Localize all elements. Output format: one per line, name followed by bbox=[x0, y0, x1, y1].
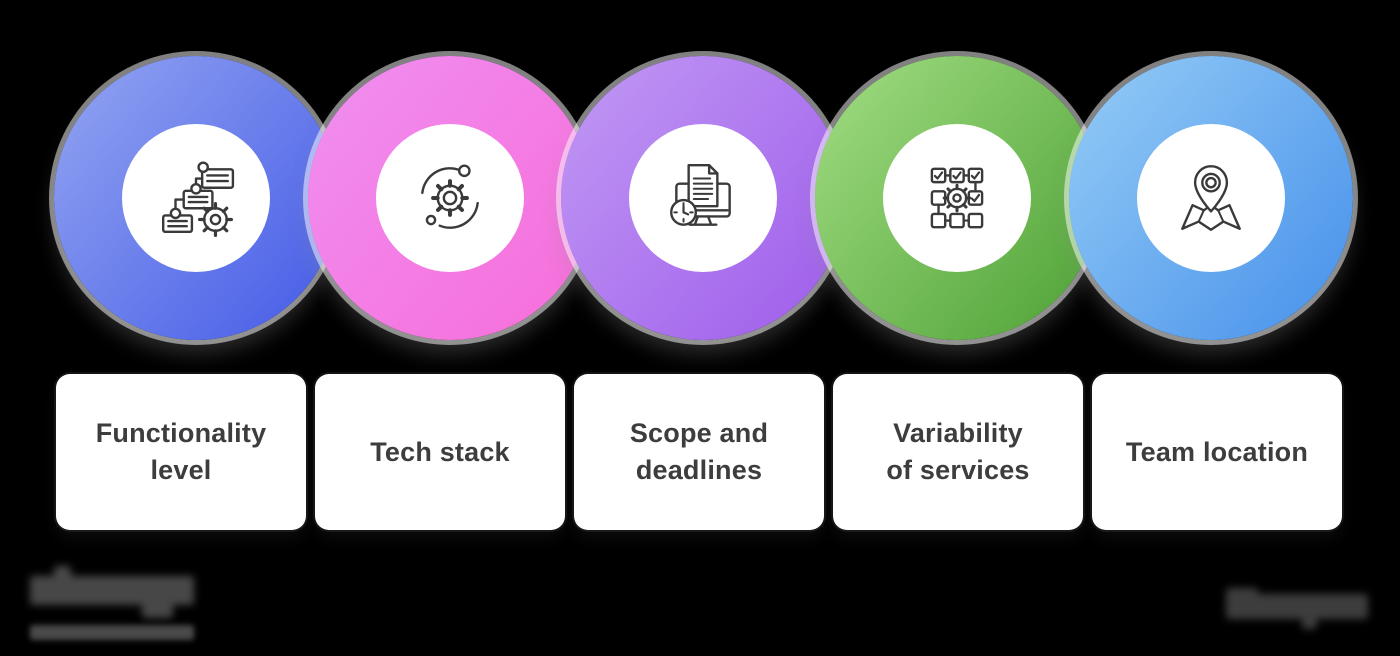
blur-blob bbox=[142, 580, 173, 618]
circle-variability-of-services bbox=[815, 56, 1099, 340]
card-label: Team location bbox=[1125, 436, 1309, 467]
card-tech-stack: Tech stack bbox=[315, 374, 565, 530]
blur-blob bbox=[1226, 588, 1258, 602]
card-functionality-level: Functionality level bbox=[56, 374, 306, 530]
monitor-document-clock-icon bbox=[662, 157, 744, 239]
checklist-flow-gear-icon bbox=[916, 157, 998, 239]
inner-white-circle bbox=[883, 124, 1031, 272]
card-variability-of-services: Variability of services bbox=[833, 374, 1083, 530]
circle-functionality-level bbox=[54, 56, 338, 340]
circle-scope-and-deadlines bbox=[561, 56, 845, 340]
card-label: Scope and deadlines bbox=[629, 418, 769, 485]
inner-white-circle bbox=[1137, 124, 1285, 272]
blurred-footer-wordmark bbox=[1226, 588, 1370, 632]
card-label: Variability of services bbox=[886, 418, 1030, 485]
card-team-location: Team location bbox=[1092, 374, 1342, 530]
inner-white-circle bbox=[376, 124, 524, 272]
circle-tech-stack bbox=[308, 56, 592, 340]
blurred-logo-tagline-bar bbox=[30, 625, 194, 640]
card-scope-and-deadlines: Scope and deadlines bbox=[574, 374, 824, 530]
circle-team-location bbox=[1069, 56, 1353, 340]
inner-white-circle bbox=[122, 124, 270, 272]
card-label: Tech stack bbox=[370, 436, 510, 467]
inner-white-circle bbox=[629, 124, 777, 272]
blur-blob bbox=[54, 566, 71, 588]
card-label: Functionality level bbox=[95, 418, 267, 485]
blur-blob bbox=[1302, 616, 1317, 629]
blurred-logo-wordmark bbox=[30, 566, 196, 618]
flowchart-gear-icon bbox=[155, 157, 237, 239]
blurred-brand-logo bbox=[30, 566, 196, 640]
map-pin-icon bbox=[1170, 157, 1252, 239]
gear-orbit-icon bbox=[409, 157, 491, 239]
